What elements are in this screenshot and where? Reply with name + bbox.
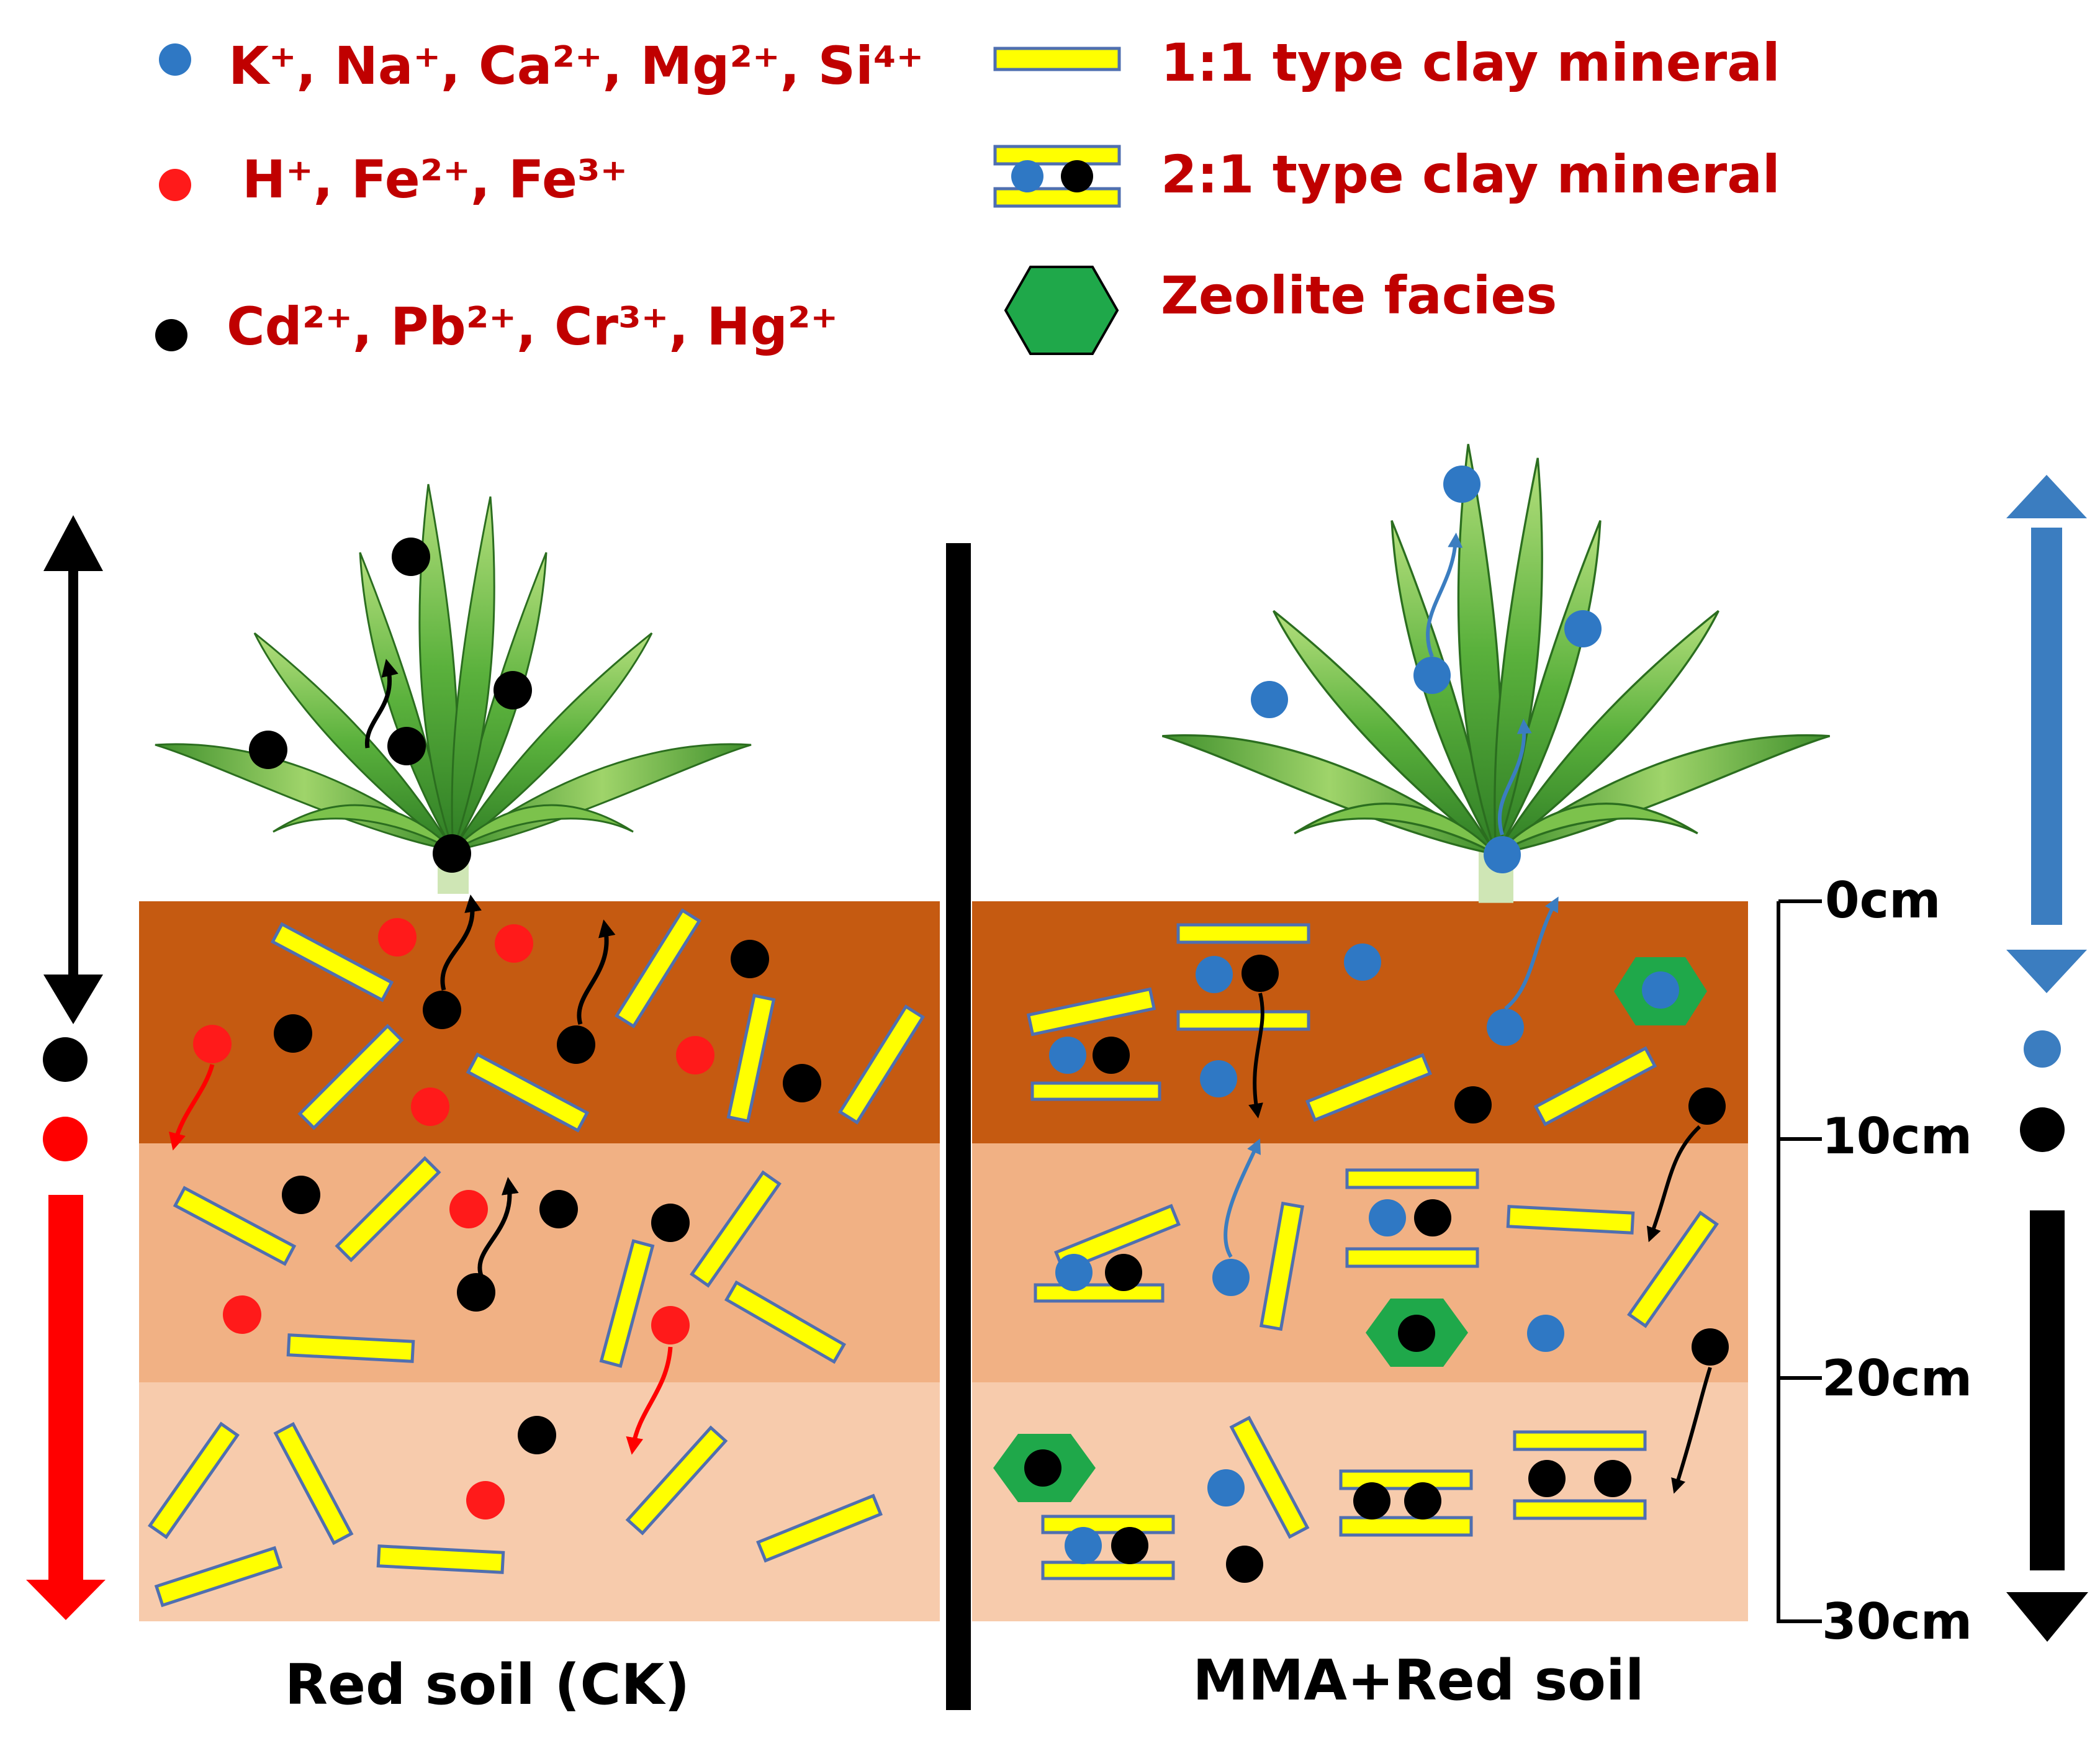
right-black-down-arrow bbox=[2006, 1210, 2088, 1642]
left-red-down-arrow bbox=[26, 1195, 106, 1620]
hexagon-icon bbox=[1004, 266, 1119, 355]
clay-2-1-label: 2:1 type clay mineral bbox=[1161, 144, 1780, 205]
zeolite-label: Zeolite facies bbox=[1161, 265, 1557, 326]
depth-scale bbox=[1777, 899, 1822, 1623]
legend: K⁺, Na⁺, Ca²⁺, Mg²⁺, Si⁴⁺ H⁺, Fe²⁺, Fe³⁺… bbox=[155, 32, 1780, 357]
clay-bar-icon bbox=[993, 47, 1121, 71]
depth-label-20cm: 20cm bbox=[1822, 1349, 1972, 1407]
left-black-double-arrow bbox=[43, 515, 103, 1024]
right-panel-caption: MMA+Red soil bbox=[1192, 1648, 1644, 1713]
right-blue-double-arrow bbox=[2006, 475, 2087, 993]
blue-ion-legend-dot bbox=[159, 43, 191, 76]
plant-icon bbox=[1161, 443, 1831, 904]
left-panel-caption: Red soil (CK) bbox=[285, 1652, 690, 1718]
clay-sandwich-icon bbox=[993, 145, 1121, 208]
blue-ions-label: K⁺, Na⁺, Ca²⁺, Mg²⁺, Si⁴⁺ bbox=[228, 35, 924, 96]
black-ion-marker bbox=[43, 1037, 88, 1082]
right-panel-particles bbox=[993, 466, 1729, 1583]
black-ion-marker bbox=[2020, 1107, 2065, 1152]
depth-label-0cm: 0cm bbox=[1825, 871, 1940, 929]
plant-icon bbox=[154, 483, 752, 895]
left-panel-particles bbox=[148, 538, 926, 1608]
depth-label-30cm: 30cm bbox=[1822, 1593, 1972, 1650]
depth-label-10cm: 10cm bbox=[1822, 1107, 1972, 1165]
black-ion-legend-dot bbox=[155, 319, 187, 351]
clay-1-1-label: 1:1 type clay mineral bbox=[1161, 32, 1780, 93]
black-ions-label: Cd²⁺, Pb²⁺, Cr³⁺, Hg²⁺ bbox=[227, 296, 838, 357]
blue-ion-marker bbox=[2024, 1030, 2061, 1068]
panel-divider bbox=[946, 543, 971, 1710]
red-ion-legend-dot bbox=[159, 169, 191, 201]
red-ion-marker bbox=[43, 1117, 88, 1161]
soil-left bbox=[139, 901, 940, 1621]
red-ions-label: H⁺, Fe²⁺, Fe³⁺ bbox=[242, 149, 628, 210]
